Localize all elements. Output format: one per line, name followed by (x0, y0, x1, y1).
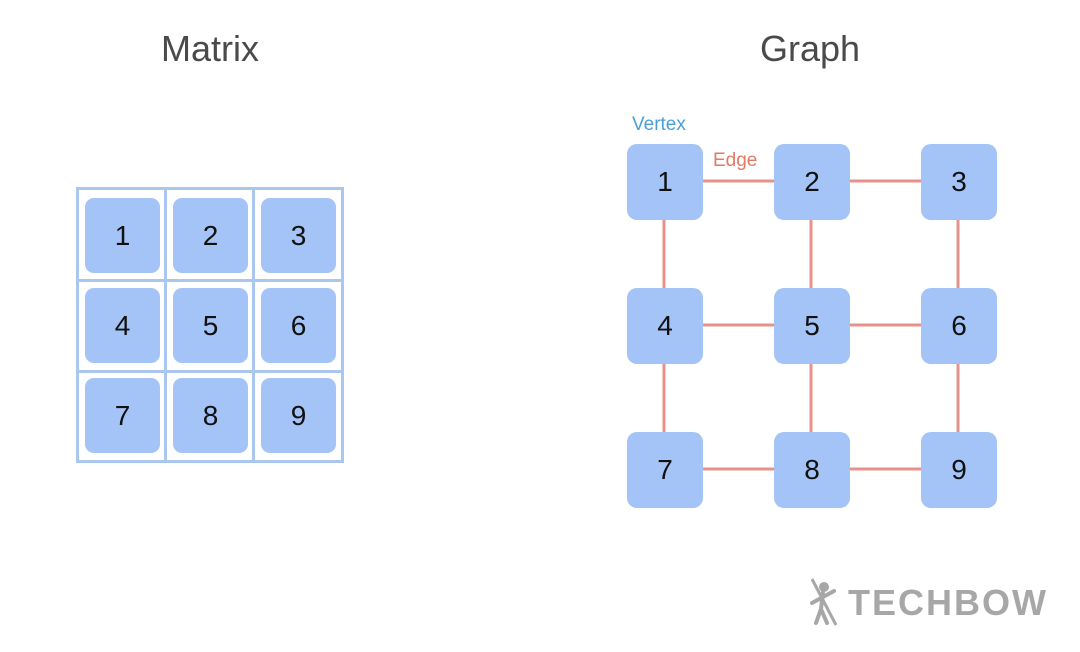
graph-vertex: 8 (774, 432, 850, 508)
matrix-title: Matrix (161, 28, 259, 69)
matrix-cell: 1 (85, 198, 160, 273)
grid-divider (164, 190, 167, 460)
logo-text: TECHBOW (848, 582, 1048, 623)
graph-vertex: 6 (921, 288, 997, 364)
edge-label: Edge (713, 150, 758, 171)
graph-vertex: 4 (627, 288, 703, 364)
graph-vertex: 3 (921, 144, 997, 220)
matrix-cell: 2 (173, 198, 248, 273)
graph-vertex: 1 (627, 144, 703, 220)
graph-vertex: 2 (774, 144, 850, 220)
archer-icon (810, 578, 838, 626)
matrix-cell: 6 (261, 288, 336, 363)
graph-title: Graph (759, 28, 861, 69)
grid-divider (252, 190, 255, 460)
graph-vertex: 7 (627, 432, 703, 508)
matrix-cell: 3 (261, 198, 336, 273)
graph-vertex: 5 (774, 288, 850, 364)
vertex-label: Vertex (632, 114, 686, 135)
techbow-logo: TECHBOW (806, 575, 1068, 631)
graph-vertex: 9 (921, 432, 997, 508)
matrix-cell: 9 (261, 378, 336, 453)
matrix-cell: 8 (173, 378, 248, 453)
matrix-cell: 7 (85, 378, 160, 453)
matrix-cell: 5 (173, 288, 248, 363)
grid-divider (79, 279, 341, 282)
matrix-cell: 4 (85, 288, 160, 363)
grid-divider (79, 370, 341, 373)
matrix-grid: 1 2 3 4 5 6 7 8 9 (76, 187, 344, 463)
